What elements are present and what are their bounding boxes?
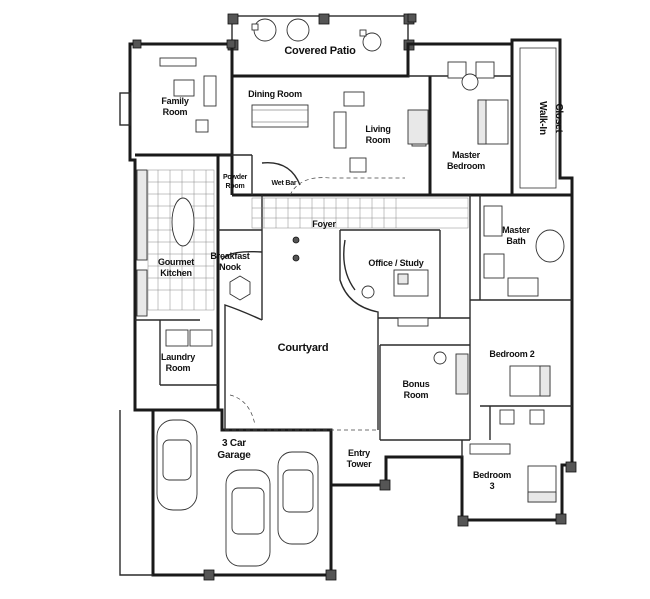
label-office-study: Office / Study [368,258,423,268]
label-master-bath-line1: Master [502,225,531,235]
bedroom-3-furniture [469,443,557,503]
label-covered-patio: Covered Patio [284,45,356,57]
label-master-bath-line2: Bath [506,236,525,246]
label-living-room-line2: Room [366,135,391,145]
label-living-room-line1: Living [365,124,390,134]
laundry-fixtures [165,329,213,347]
master-bath-fixtures [483,205,565,297]
label-master-bedroom-line1: Master [452,150,481,160]
label-gourmet-kitchen-line1: Gourmet [158,257,194,267]
label-entry-tower-line2: Tower [347,459,373,469]
label-foyer: Foyer [312,219,336,229]
label-laundry-room-line1: Laundry [161,352,195,362]
bedroom-2-furniture [433,351,551,425]
breakfast-nook-furniture [221,250,263,301]
label-courtyard: Courtyard [278,342,329,354]
room-labels: Covered Patio Family Room Dining Room Li… [158,45,564,491]
label-master-bedroom-line2: Bedroom [447,161,485,171]
label-breakfast-nook-line2: Nook [219,262,242,272]
label-garage-line1: 3 Car [222,438,246,449]
exterior-walls [119,38,574,577]
label-entry-tower-line1: Entry [348,448,370,458]
label-bedroom-2: Bedroom 2 [489,349,534,359]
office-furniture [343,239,429,327]
label-bonus-room-line2: Room [404,390,429,400]
foyer-area [251,197,469,262]
label-bonus-room-line1: Bonus [403,379,430,389]
label-laundry-room-line2: Room [166,363,191,373]
courtyard-area [224,230,379,431]
garage-cars [156,419,319,567]
exterior-columns [132,13,577,581]
family-room-furniture [159,57,217,133]
label-family-room-line1: Family [161,96,189,106]
master-bedroom-furniture [407,47,557,189]
label-powder-room-line1: Powder [223,174,248,181]
label-breakfast-nook-line1: Breakfast [210,251,249,261]
label-bedroom-3-line2: 3 [490,481,495,491]
label-bedroom-3-line1: Bedroom [473,470,511,480]
kitchen-area [136,169,215,317]
label-family-room-line2: Room [163,107,188,117]
label-garage-line2: Garage [217,450,251,461]
label-powder-room-line2: Room [225,183,244,190]
label-walk-in-closet-line2: Closet [553,103,564,133]
label-dining-room: Dining Room [248,89,302,99]
interior-walls [135,44,572,457]
label-wet-bar: Wet Bar [272,180,297,187]
label-walk-in-closet-line1: Walk-In [537,101,548,135]
covered-patio-area [227,13,415,77]
label-gourmet-kitchen-line2: Kitchen [160,268,192,278]
